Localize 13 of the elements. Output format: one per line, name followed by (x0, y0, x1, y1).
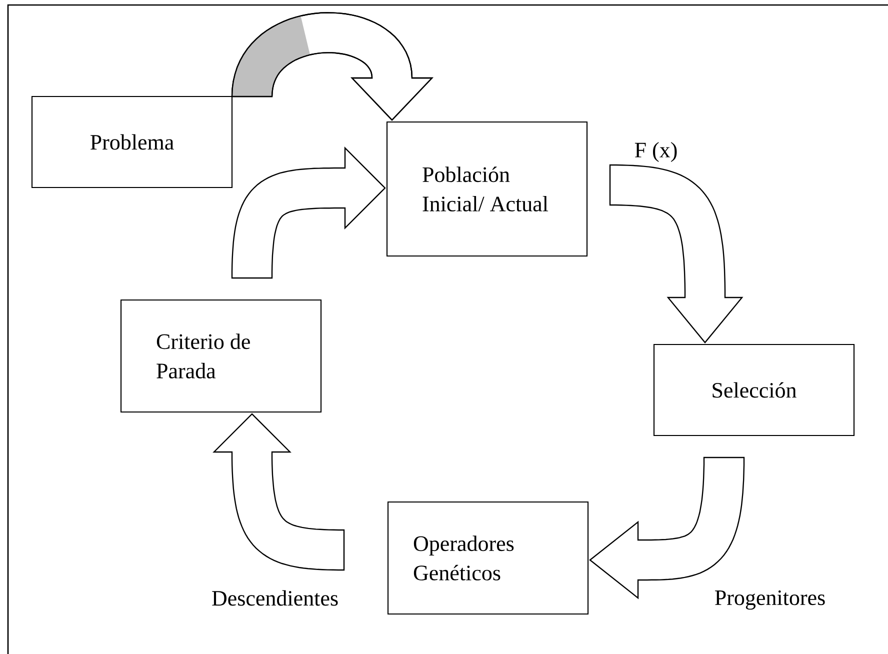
process-box: Operadores Genéticos (387, 501, 589, 615)
block-arrow (212, 413, 345, 571)
process-box: Selección (653, 344, 855, 436)
process-box: Población Inicial/ Actual (386, 121, 588, 257)
block-arrow (609, 164, 744, 344)
process-box: Problema (31, 96, 233, 188)
process-box: Criterio de Parada (120, 299, 322, 413)
edge-label: Progenitores (715, 590, 825, 610)
block-arrow (589, 456, 745, 600)
edge-label: Descendientes (212, 590, 338, 606)
block-arrow (231, 12, 434, 121)
block-arrow (231, 146, 386, 279)
edge-label: F (x) (634, 142, 677, 162)
